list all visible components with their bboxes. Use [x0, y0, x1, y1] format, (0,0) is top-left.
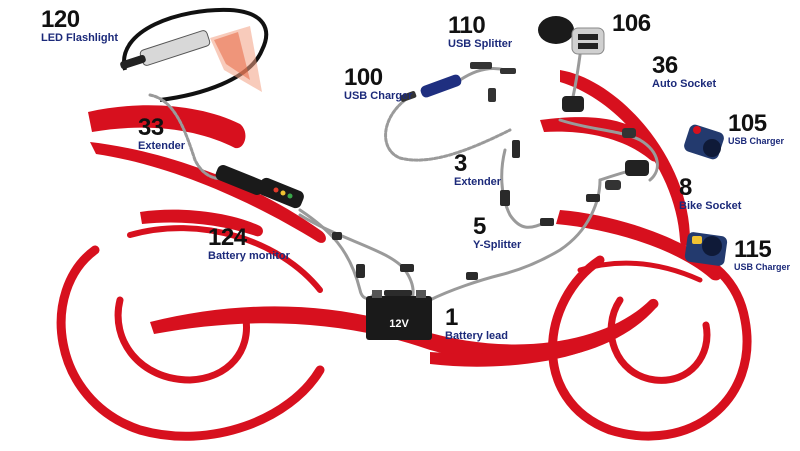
led-flashlight-icon [120, 26, 262, 92]
callout-auto-socket: 36 Auto Socket [652, 54, 716, 90]
front-fender [577, 260, 703, 283]
dual-usb-socket-icon [538, 16, 605, 55]
callout-label: USB Charger [734, 262, 791, 272]
callout-number: 115 [734, 236, 772, 263]
battery-voltage-label: 12V [389, 318, 409, 330]
callout-number: 8 [679, 174, 692, 201]
callout-number: 110 [448, 12, 486, 39]
callout-extender-3: 3 Extender [454, 152, 501, 188]
callout-usb-charger-100: 100 USB Charger [344, 66, 412, 102]
connectors [332, 140, 600, 280]
callout-extender-33: 33 Extender [138, 116, 185, 152]
front-wheel-inner [607, 296, 711, 384]
callout-usb-charger-115: 115 USB Charger [734, 238, 790, 272]
fairing-arc [560, 70, 690, 246]
callout-label: USB Charger [728, 136, 785, 146]
callout-led-flashlight: 120 LED Flashlight [41, 8, 118, 44]
callout-number: 33 [138, 114, 164, 141]
rear-wheel-inner [114, 296, 250, 384]
callout-number: 5 [473, 213, 486, 240]
callout-number: 1 [445, 304, 458, 331]
callout-label: LED Flashlight [41, 32, 118, 44]
chin-swoosh [430, 341, 588, 367]
callout-number: 36 [652, 52, 678, 79]
battery-icon: 12V [366, 290, 432, 340]
callout-label: Extender [454, 176, 502, 188]
auto-socket-icon [562, 96, 636, 138]
rear-wheel-outer [56, 245, 325, 441]
usb-splitter-icon [470, 62, 516, 102]
cable-to-socket-36 [558, 118, 659, 182]
callout-label: Extender [138, 140, 186, 152]
callout-number: 120 [41, 6, 80, 33]
callout-label: Battery monitor [208, 250, 290, 262]
callout-number: 105 [728, 110, 767, 137]
rear-wheel-top [127, 225, 323, 293]
callout-usb-charger-105: 105 USB Charger [728, 112, 784, 146]
callout-number: 3 [454, 150, 467, 177]
callout-label: Battery lead [445, 330, 508, 342]
bike-socket-icon [605, 160, 649, 190]
callout-dual-usb-106: 106 [612, 12, 651, 36]
tail-mark [140, 209, 263, 237]
callout-label: Auto Socket [652, 78, 717, 90]
front-wheel-outer [548, 245, 752, 441]
wheels [56, 225, 752, 441]
cable-monitor-battery [298, 208, 374, 300]
battery-monitor-icon [215, 165, 304, 209]
tank-swoosh [88, 105, 246, 149]
callout-battery-monitor: 124 Battery monitor [208, 226, 290, 262]
callout-battery-lead: 1 Battery lead [445, 306, 508, 342]
usb-charger-icon [400, 74, 462, 102]
callout-number: 124 [208, 224, 247, 251]
cable-battery-ysplit [428, 178, 602, 302]
callout-label: USB Splitter [448, 38, 513, 50]
callout-label: Bike Socket [679, 200, 742, 212]
callout-y-splitter: 5 Y-Splitter [473, 215, 521, 251]
callout-label: Y-Splitter [473, 239, 522, 251]
usb-charger-box-icon [684, 124, 724, 160]
cable-usb-charger-loop [384, 98, 512, 162]
cable-extender-3 [500, 148, 548, 229]
callout-bike-socket: 8 Bike Socket [679, 176, 741, 212]
callout-number: 106 [612, 10, 651, 37]
cable-usb-splitter [458, 66, 507, 82]
seat-swoosh [90, 142, 326, 243]
flashlight-cable-loop [121, 7, 269, 102]
callout-label: USB Charger [344, 90, 413, 102]
side-panel [556, 210, 722, 281]
callout-usb-splitter: 110 USB Splitter [448, 14, 512, 50]
callout-number: 100 [344, 64, 383, 91]
usb-charger-box-icon-2 [684, 232, 728, 266]
